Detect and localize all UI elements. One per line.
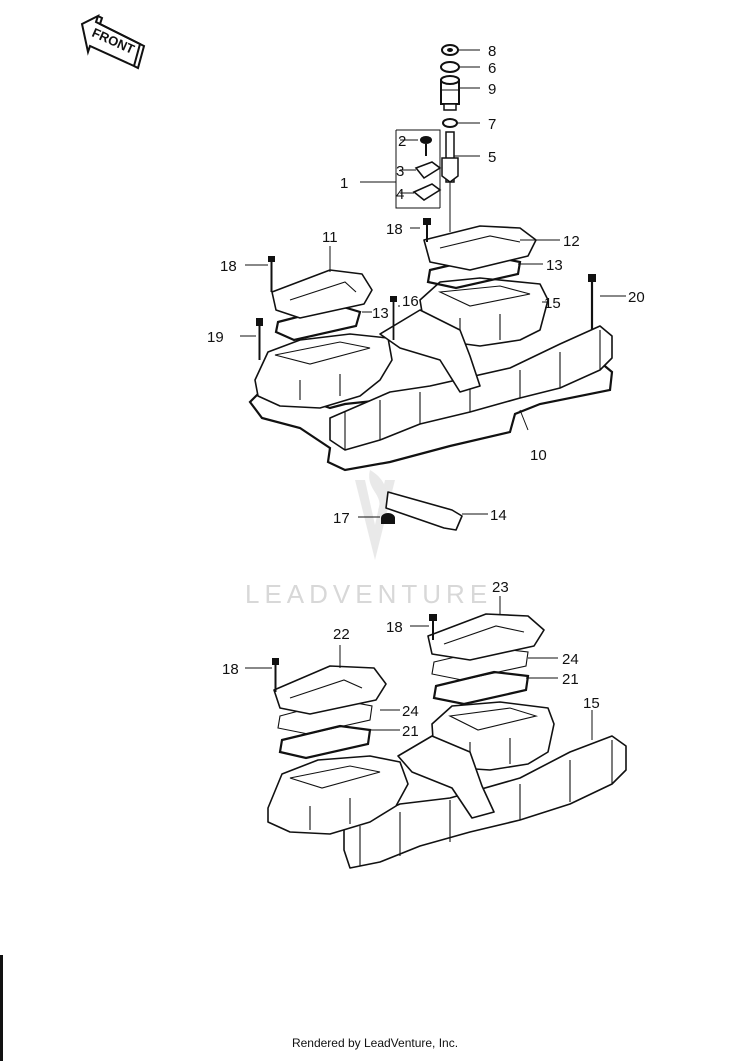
o-ring-part-7 <box>442 118 458 128</box>
callout-3: 3 <box>396 163 404 180</box>
callout-21-a: 21 <box>562 671 579 688</box>
cap-part-12 <box>423 225 537 271</box>
callout-18-d: 18 <box>222 661 239 678</box>
plate-part-3 <box>414 161 442 180</box>
gasket-part-10 <box>248 360 614 472</box>
kit-box-part-1 <box>395 129 441 209</box>
callout-2: 2 <box>398 133 406 150</box>
watermark-text: LEADVENTURE <box>245 579 492 609</box>
callout-11: 11 <box>322 229 338 246</box>
bolt-part-18-lower-b <box>429 614 437 640</box>
callout-12: 12 <box>563 233 580 250</box>
bolt-part-16 <box>390 296 397 340</box>
gasket-part-21-left <box>278 724 372 760</box>
upper-assembly <box>240 44 626 531</box>
bolt-part-20 <box>588 274 596 330</box>
bolt-part-18-upper-a <box>268 256 275 292</box>
cap-part-23 <box>427 613 545 661</box>
callout-13-b: 13 <box>372 305 389 322</box>
cap-part-11 <box>271 269 373 319</box>
callout-8: 8 <box>488 43 496 60</box>
gasket-part-21-right <box>432 670 530 706</box>
watermark-logo <box>355 470 395 560</box>
nut-part-17 <box>381 513 395 524</box>
callout-18-b: 18 <box>220 258 237 275</box>
callout-9: 9 <box>488 81 496 98</box>
callout-20: 20 <box>628 289 645 306</box>
left-edge-bar <box>0 955 3 1061</box>
plug-part-9 <box>440 75 460 111</box>
callout-10: 10 <box>530 447 547 464</box>
footer-credit: Rendered by LeadVenture, Inc. <box>291 1036 459 1050</box>
shaft-part-5 <box>441 131 459 232</box>
callout-6: 6 <box>488 60 496 77</box>
callout-13-a: 13 <box>546 257 563 274</box>
front-arrow-icon: FRONT <box>80 14 146 70</box>
washer-part-8 <box>441 44 459 56</box>
bolt-part-19 <box>256 318 263 360</box>
callout-1: 1 <box>340 175 348 192</box>
bolt-part-18-upper-b <box>423 218 431 242</box>
callout-21-b: 21 <box>402 723 419 740</box>
cap-part-22 <box>273 665 387 715</box>
center-bridge <box>379 309 481 393</box>
callout-19: 19 <box>207 329 224 346</box>
callout-22: 22 <box>333 626 350 643</box>
callout-15-a: 15 <box>544 295 561 312</box>
callout-5: 5 <box>488 149 496 166</box>
screw-part-2 <box>420 136 432 156</box>
callout-15-b: 15 <box>583 695 600 712</box>
callout-7: 7 <box>488 116 496 133</box>
callout-18-a: 18 <box>386 221 403 238</box>
callout-24-a: 24 <box>562 651 579 668</box>
callout-24-b: 24 <box>402 703 419 720</box>
callout-17: 17 <box>333 510 350 527</box>
callout-14: 14 <box>490 507 507 524</box>
bolt-part-18-lower-a <box>272 658 279 692</box>
lower-assembly <box>245 596 627 869</box>
callout-16: 16 <box>402 293 419 310</box>
callout-18-c: 18 <box>386 619 403 636</box>
callout-4: 4 <box>396 186 404 203</box>
callout-23: 23 <box>492 579 509 596</box>
plate-part-4 <box>412 183 442 201</box>
washer-part-6 <box>440 61 460 73</box>
bracket-part-14 <box>385 491 463 531</box>
center-bridge-lower <box>397 735 495 819</box>
